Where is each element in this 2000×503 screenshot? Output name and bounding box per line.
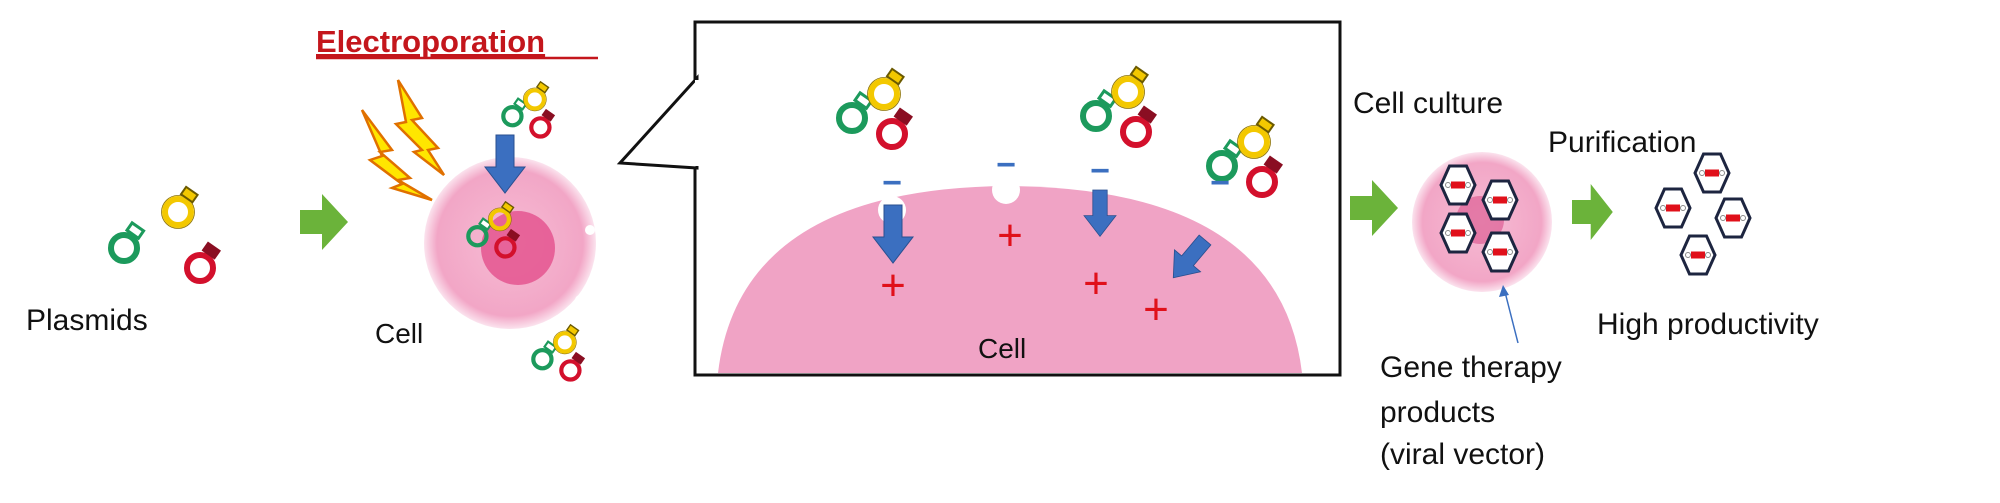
plasmid-icon: [187, 243, 220, 281]
plasmid-cluster: [503, 82, 554, 137]
electroporation-title: Electroporation: [316, 24, 545, 59]
plasmid-icon: [111, 223, 144, 261]
minus-charge: −: [1090, 152, 1110, 190]
svg-text:(viral vector): (viral vector): [1380, 438, 1545, 471]
minus-charge: −: [1210, 164, 1230, 202]
cell-culture-label: Cell culture: [1353, 87, 1503, 120]
culture-cell: [1412, 152, 1552, 292]
green-arrow-icon: [300, 194, 348, 250]
plus-charge: +: [880, 261, 906, 310]
viral-vector-hexagon-icon: [1439, 164, 1477, 206]
high-productivity-label: High productivity: [1597, 308, 1819, 341]
plus-charge: +: [997, 211, 1023, 260]
pointer-arrow-icon: [1499, 285, 1519, 344]
gene-therapy-label: Gene therapy products (viral vector): [1380, 351, 1562, 471]
viral-vector-hexagon-icon: [1714, 197, 1752, 239]
cell-label: Cell: [375, 318, 423, 349]
viral-vector-hexagon-icon: [1439, 212, 1477, 254]
viral-vector-hexagon-icon: [1693, 152, 1731, 194]
lightning-icon: [360, 79, 446, 202]
svg-text:Gene therapy: Gene therapy: [1380, 351, 1562, 384]
svg-text:products: products: [1380, 396, 1495, 429]
minus-charge: −: [882, 164, 902, 202]
minus-charge: −: [996, 146, 1016, 184]
plasmids-label: Plasmids: [26, 304, 148, 337]
plasmid-cluster: [533, 325, 584, 380]
purification-label: Purification: [1548, 126, 1696, 159]
plasmids-group: [111, 187, 220, 281]
viral-vector-hexagon-icon: [1654, 187, 1692, 229]
green-arrow-icon: [1572, 184, 1613, 240]
membrane-pore: [992, 176, 1020, 204]
viral-vector-hexagon-icon: [1481, 231, 1519, 273]
plasmid-icon: [162, 187, 198, 229]
zoom-callout: Cell − − − − + + + +: [616, 20, 1342, 377]
plus-charge: +: [1083, 259, 1109, 308]
green-arrow-icon: [1350, 180, 1398, 236]
plus-charge: +: [1143, 285, 1169, 334]
cell-label-callout: Cell: [978, 333, 1026, 364]
viral-vector-hexagon-icon: [1679, 234, 1717, 276]
cell-membrane-dome: [718, 186, 1302, 373]
viral-vector-hexagon-icon: [1481, 179, 1519, 221]
